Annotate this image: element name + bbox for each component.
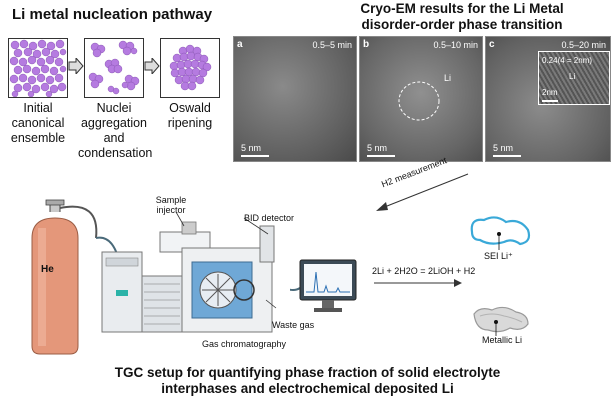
image-b-li-marker: Li bbox=[444, 73, 452, 83]
initial-particles bbox=[9, 39, 67, 98]
h2-measurement-arrow bbox=[376, 173, 469, 211]
image-c-time: 0.5–20 min bbox=[561, 40, 606, 50]
image-a-time: 0.5–5 min bbox=[312, 40, 352, 50]
inset-scale-bar bbox=[542, 100, 558, 102]
image-c-letter: c bbox=[489, 39, 495, 50]
cryoem-image-a: a 0.5–5 min 5 nm bbox=[233, 36, 357, 162]
ripened-particle bbox=[169, 44, 212, 91]
sample-injector-label: Sample injector bbox=[155, 195, 187, 215]
stage-aggregation-image bbox=[84, 38, 144, 98]
stage-initial-label: Initial canonical ensemble bbox=[10, 101, 66, 145]
image-c-inset: 0.24(4 = 2nm) Li 2nm bbox=[538, 51, 610, 105]
nucleation-title: Li metal nucleation pathway bbox=[12, 6, 213, 23]
gas-chromatograph bbox=[101, 221, 275, 333]
tgc-title-line1: TGC setup for quantifying phase fraction… bbox=[114, 365, 501, 380]
cryoem-title-line1: Cryo-EM results for the Li Metal bbox=[360, 1, 564, 16]
inset-li-marker: Li bbox=[569, 72, 576, 81]
reaction-equation: 2Li + 2H2O = 2LiOH + H2 bbox=[372, 266, 476, 276]
sei-li-shape bbox=[470, 216, 531, 250]
stage-arrow-1 bbox=[68, 58, 84, 74]
sei-li-label: SEI Li⁺ bbox=[484, 251, 513, 261]
cryoem-image-b: b 0.5–10 min Li 5 nm bbox=[359, 36, 483, 162]
inset-spacing: 0.24(4 = 2nm) bbox=[542, 56, 593, 65]
aggregated-particles bbox=[88, 40, 140, 95]
li-region-outline bbox=[398, 81, 440, 121]
cryoem-title-line2: disorder-order phase transition bbox=[361, 17, 563, 32]
image-b-scale-bar bbox=[367, 155, 395, 157]
computer-monitor bbox=[290, 259, 357, 312]
metallic-li-label: Metallic Li bbox=[482, 335, 523, 345]
cryoem-image-c: c 0.5–20 min 0.24(4 = 2nm) Li 2nm 5 nm bbox=[485, 36, 611, 162]
image-c-scale-bar bbox=[493, 155, 521, 157]
stage-ripening-image bbox=[160, 38, 220, 98]
bid-detector-label: BID detector bbox=[244, 213, 295, 223]
image-c-scale: 5 nm bbox=[493, 143, 514, 153]
stage-arrow-2 bbox=[144, 58, 160, 74]
image-a-scale: 5 nm bbox=[241, 143, 262, 153]
inset-scale: 2nm bbox=[542, 88, 558, 97]
tgc-setup-title: TGC setup for quantifying phase fraction… bbox=[0, 365, 615, 397]
image-b-time: 0.5–10 min bbox=[433, 40, 478, 50]
cryoem-title: Cryo-EM results for the Li Metal disorde… bbox=[312, 1, 612, 33]
image-b-letter: b bbox=[363, 39, 370, 50]
tank-label: He bbox=[41, 264, 54, 275]
image-a-letter: a bbox=[237, 39, 243, 50]
metallic-li-shape bbox=[473, 306, 529, 336]
stage-ripening-label: Oswald ripening bbox=[167, 101, 213, 130]
stage-initial-image bbox=[8, 38, 68, 98]
tgc-title-line2: interphases and electrochemical deposite… bbox=[161, 381, 454, 396]
waste-gas-label: Waste gas bbox=[272, 320, 315, 330]
stage-aggregation-label: Nuclei aggregation and condensation bbox=[78, 101, 153, 160]
image-b-scale: 5 nm bbox=[367, 143, 388, 153]
image-a-scale-bar bbox=[241, 155, 269, 157]
reaction-arrow bbox=[374, 279, 462, 287]
helium-tank bbox=[31, 199, 98, 355]
gc-leader-lines bbox=[175, 211, 277, 309]
gas-chromatography-label: Gas chromatography bbox=[202, 339, 287, 349]
